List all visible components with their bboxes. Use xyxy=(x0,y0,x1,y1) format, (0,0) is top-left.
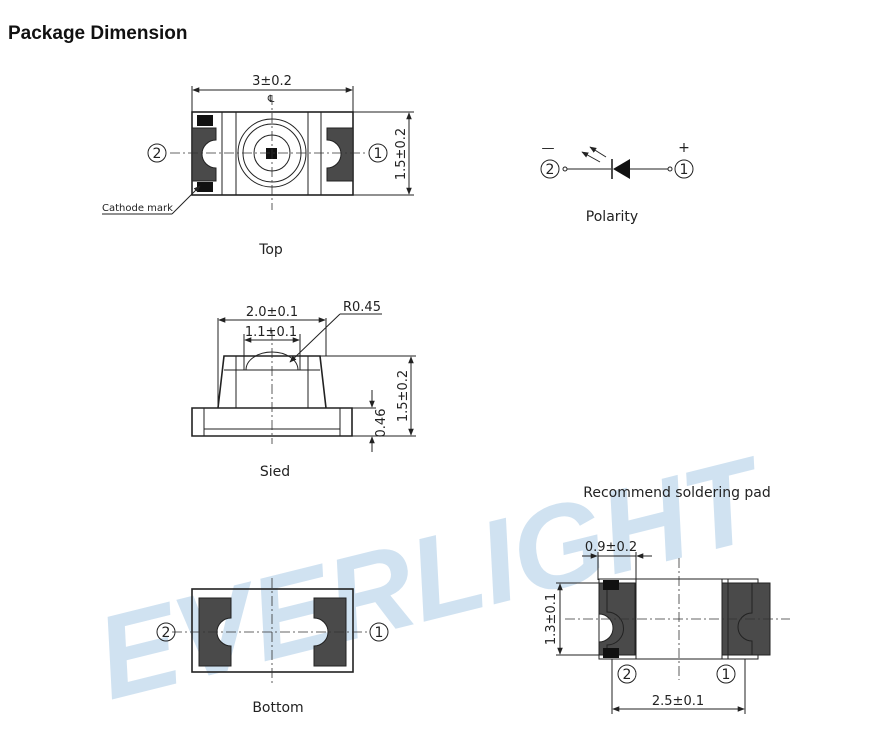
top-width-dimension: 3±0.2 xyxy=(252,74,292,89)
bottom-pin-2-label: 2 xyxy=(162,625,171,641)
polarity-caption: Polarity xyxy=(586,209,638,225)
solder-height-dimension: 1.3±0.1 xyxy=(544,593,559,645)
top-height-dimension: 1.5±0.2 xyxy=(394,128,409,180)
watermark-logo: EVERLIGHT xyxy=(84,432,780,726)
side-view: 2.0±0.1 1.1±0.1 R0.45 1.5±0.2 0.46 Sied xyxy=(191,300,416,480)
centerline-symbol: ℄ xyxy=(267,94,275,105)
polarity-pin-1: 1 xyxy=(680,162,689,178)
solder-pad-width-dimension: 0.9±0.2 xyxy=(585,540,637,555)
polarity-minus: — xyxy=(542,141,555,156)
bottom-pin-1-label: 1 xyxy=(375,625,384,641)
top-view: 3±0.2 ℄ 2 1 1.5±0.2 Ca xyxy=(102,74,414,258)
top-left-pad xyxy=(191,127,217,182)
side-outer-dimension: 2.0±0.1 xyxy=(246,305,298,320)
soldering-pad-view: Recommend soldering pad 0.9±0.2 1.3±0.1 … xyxy=(544,485,790,714)
cathode-mark-bottom xyxy=(197,182,213,192)
radius-label: R0.45 xyxy=(343,300,381,315)
side-view-caption: Sied xyxy=(260,464,290,480)
side-inner-dimension: 1.1±0.1 xyxy=(245,325,297,340)
cathode-mark-label: Cathode mark xyxy=(102,203,173,214)
top-pin-1-label: 1 xyxy=(374,146,383,162)
side-body-outline xyxy=(217,355,327,409)
page-title: Package Dimension xyxy=(8,23,188,44)
solder-span-dimension: 2.5±0.1 xyxy=(652,694,704,709)
polarity-plus: + xyxy=(678,140,690,156)
bottom-body-outline xyxy=(191,588,354,673)
diode-triangle xyxy=(613,159,630,179)
top-view-caption: Top xyxy=(258,242,283,258)
polarity-pin-2: 2 xyxy=(546,162,555,178)
chip-die xyxy=(266,148,277,159)
top-pin-1-circle xyxy=(368,143,388,163)
solder-pad-caption: Recommend soldering pad xyxy=(583,485,771,501)
side-base-dimension: 0.46 xyxy=(374,409,389,438)
solder-pin-2-label: 2 xyxy=(623,667,632,683)
side-height-dimension: 1.5±0.2 xyxy=(396,370,411,422)
top-pin-2-label: 2 xyxy=(153,146,162,162)
bottom-view: 2 1 Bottom xyxy=(156,578,389,716)
polarity-symbol: — + 2 1 Polarity xyxy=(540,140,694,225)
bottom-view-caption: Bottom xyxy=(252,700,303,716)
top-pin-2-circle xyxy=(147,143,167,163)
cathode-mark-top xyxy=(197,115,213,126)
top-right-pad xyxy=(326,127,354,182)
solder-pin-1-label: 1 xyxy=(722,667,731,683)
